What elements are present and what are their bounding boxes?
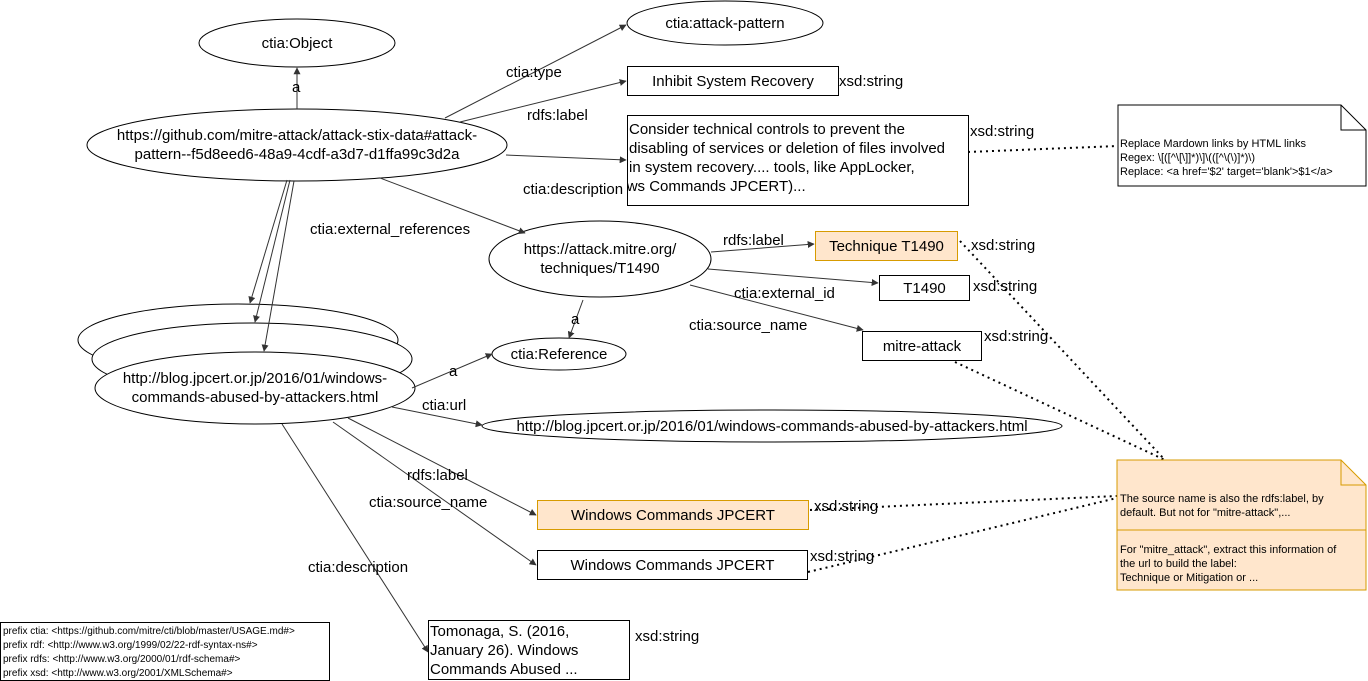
edge-label-rdfs-label-2: rdfs:label xyxy=(723,232,784,249)
node-description-box: Consider technical controls to prevent t… xyxy=(627,115,969,206)
dotted-wc-source-note xyxy=(807,497,1118,573)
node-jpcert-uri-text: http://blog.jpcert.or.jp/2016/01/windows… xyxy=(95,368,415,408)
node-ctia-attack-pattern xyxy=(626,0,824,46)
note-markdown: Replace Mardown links by HTML links Rege… xyxy=(1120,137,1333,179)
note-mitre-shape xyxy=(1116,529,1367,591)
node-wc-source: Windows Commands JPCERT xyxy=(537,550,808,580)
edge-stack-2 xyxy=(253,179,291,323)
node-jpcert-url: http://blog.jpcert.or.jp/2016/01/windows… xyxy=(516,417,1028,435)
edge-external-id xyxy=(707,268,879,286)
note-source-name-fold xyxy=(1340,460,1366,486)
edge-label-a2: a xyxy=(571,311,580,328)
edge-ctia-type xyxy=(444,24,627,119)
edge-label-a1: a xyxy=(292,79,301,96)
edge-external-references xyxy=(379,177,526,235)
note-markdown-line-2: Regex: \[([^\[\]]*)\]\(([^\(\)]*)\) xyxy=(1120,152,1255,164)
node-technique-t1490: Technique T1490 xyxy=(815,231,958,261)
edge-rdfs-label-1 xyxy=(459,79,627,123)
dotted-description-note xyxy=(967,145,1119,153)
node-attack-pattern-uri-line2: pattern--f5d8eed6-48a9-4cdf-a3d7-d1ffa99… xyxy=(134,146,460,163)
edge-label-ctia-description-2: ctia:description xyxy=(308,559,409,576)
datatype-xsd-6: xsd:string xyxy=(814,498,879,515)
node-jpcert-uri xyxy=(94,351,416,425)
edge-label-ctia-description-1: ctia:description xyxy=(523,181,624,198)
node-attack-pattern-uri-line1: https://github.com/mitre-attack/attack-s… xyxy=(116,127,478,144)
edge-label-rdfs-label-3: rdfs:label xyxy=(407,467,468,484)
edge-stack-3 xyxy=(261,180,295,352)
node-inhibit-system-recovery: Inhibit System Recovery xyxy=(627,66,839,96)
prefix-xsd: prefix xsd: <http://www.w3.org/2001/XMLS… xyxy=(3,668,233,679)
node-t1490: T1490 xyxy=(879,275,970,301)
node-ctia-reference: ctia:Reference xyxy=(510,345,608,363)
node-jpcert-uri-line2: commands-abused-by-attackers.html xyxy=(131,389,379,406)
note-mitre-line-3: Technique or Mitigation or ... xyxy=(1120,572,1259,584)
datatype-xsd-8: xsd:string xyxy=(635,628,700,645)
node-mitre-attack: mitre-attack xyxy=(862,331,982,361)
dotted-mitre-attack-note xyxy=(954,361,1166,461)
tomonaga-line-3: Commands Abused ... xyxy=(430,661,578,678)
edge-ctia-url xyxy=(391,406,483,428)
datatype-xsd-2: xsd:string xyxy=(970,123,1035,140)
description-line-2: disabling of services or deletion of fil… xyxy=(629,140,946,157)
edge-a-reference-1 xyxy=(567,299,584,339)
edge-label-a3: a xyxy=(449,363,458,380)
edge-a-reference-2 xyxy=(411,353,493,389)
edge-source-name-2 xyxy=(332,421,537,566)
node-mitre-reference-uri-line2: techniques/T1490 xyxy=(540,260,660,277)
edge-rdfs-label-2 xyxy=(710,240,815,253)
dotted-technique-note xyxy=(959,240,1166,461)
node-ctia-object-text: ctia:Object xyxy=(261,34,333,52)
tomonaga-line-1: Tomonaga, S. (2016, xyxy=(430,623,570,640)
note-mitre: For "mitre_attack", extract this informa… xyxy=(1120,543,1336,585)
edge-stack-1 xyxy=(248,179,288,304)
edge-label-source-name-1: ctia:source_name xyxy=(689,317,808,334)
datatype-xsd-4: xsd:string xyxy=(973,278,1038,295)
node-mitre-reference-uri xyxy=(488,220,712,298)
description-line-4: Citation: Windows Commands JPCERT)... xyxy=(627,178,806,195)
edge-label-external-id: ctia:external_id xyxy=(734,285,835,302)
description-line-1: Consider technical controls to prevent t… xyxy=(629,121,905,138)
edge-label-external-references: ctia:external_references xyxy=(310,221,471,238)
note-source-name-shape xyxy=(1116,459,1367,531)
edge-ctia-description-2 xyxy=(281,423,429,653)
tomonaga-line-2: January 26). Windows xyxy=(430,642,579,659)
note-markdown-line-3: Replace: <a href='$2' target='blank'>$1<… xyxy=(1120,166,1333,178)
node-jpcert-uri-line1: http://blog.jpcert.or.jp/2016/01/windows… xyxy=(122,370,388,387)
note-markdown-line-1: Replace Mardown links by HTML links xyxy=(1120,138,1307,150)
node-mitre-reference-uri-text: https://attack.mitre.org/ techniques/T14… xyxy=(489,239,711,279)
datatype-xsd-3: xsd:string xyxy=(971,237,1036,254)
edge-label-source-name-2: ctia:source_name xyxy=(369,494,488,511)
node-ctia-attack-pattern-text: ctia:attack-pattern xyxy=(665,14,785,32)
edge-ctia-description-1 xyxy=(505,154,627,164)
prefix-box: prefix ctia: <https://github.com/mitre/c… xyxy=(0,622,330,681)
node-attack-pattern-uri-text: https://github.com/mitre-attack/attack-s… xyxy=(87,125,507,165)
datatype-xsd-7: xsd:string xyxy=(810,548,875,565)
datatype-xsd-1: xsd:string xyxy=(839,73,904,90)
description-line-3: in system recovery.... tools, like AppLo… xyxy=(629,159,915,176)
datatype-xsd-5: xsd:string xyxy=(984,328,1049,345)
node-tomonaga-box: Tomonaga, S. (2016, January 26). Windows… xyxy=(428,620,630,680)
edge-source-name-1 xyxy=(689,284,864,332)
prefix-rdfs: prefix rdfs: <http://www.w3.org/2000/01/… xyxy=(3,654,241,665)
note-source-name: The source name is also the rdfs:label, … xyxy=(1120,492,1324,520)
edge-rdfs-label-3 xyxy=(347,417,537,516)
edge-label-ctia-url: ctia:url xyxy=(422,397,467,414)
note-markdown-shape xyxy=(1117,104,1367,187)
node-mitre-reference-uri-line1: https://attack.mitre.org/ xyxy=(523,241,677,258)
note-source-name-line-1: The source name is also the rdfs:label, … xyxy=(1120,493,1324,505)
note-source-name-line-2: default. But not for "mitre-attack",... xyxy=(1120,507,1291,519)
note-markdown-fold xyxy=(1340,105,1366,131)
note-mitre-line-2: the url to build the label: xyxy=(1120,558,1237,570)
prefix-ctia: prefix ctia: <https://github.com/mitre/c… xyxy=(3,626,295,637)
edge-label-ctia-type: ctia:type xyxy=(506,64,562,81)
node-ctia-object xyxy=(198,18,396,68)
prefix-rdf: prefix rdf: <http://www.w3.org/1999/02/2… xyxy=(3,640,258,651)
note-mitre-line-1: For "mitre_attack", extract this informa… xyxy=(1120,544,1337,556)
node-wc-label: Windows Commands JPCERT xyxy=(537,500,809,530)
edge-label-rdfs-label-1: rdfs:label xyxy=(527,107,588,124)
